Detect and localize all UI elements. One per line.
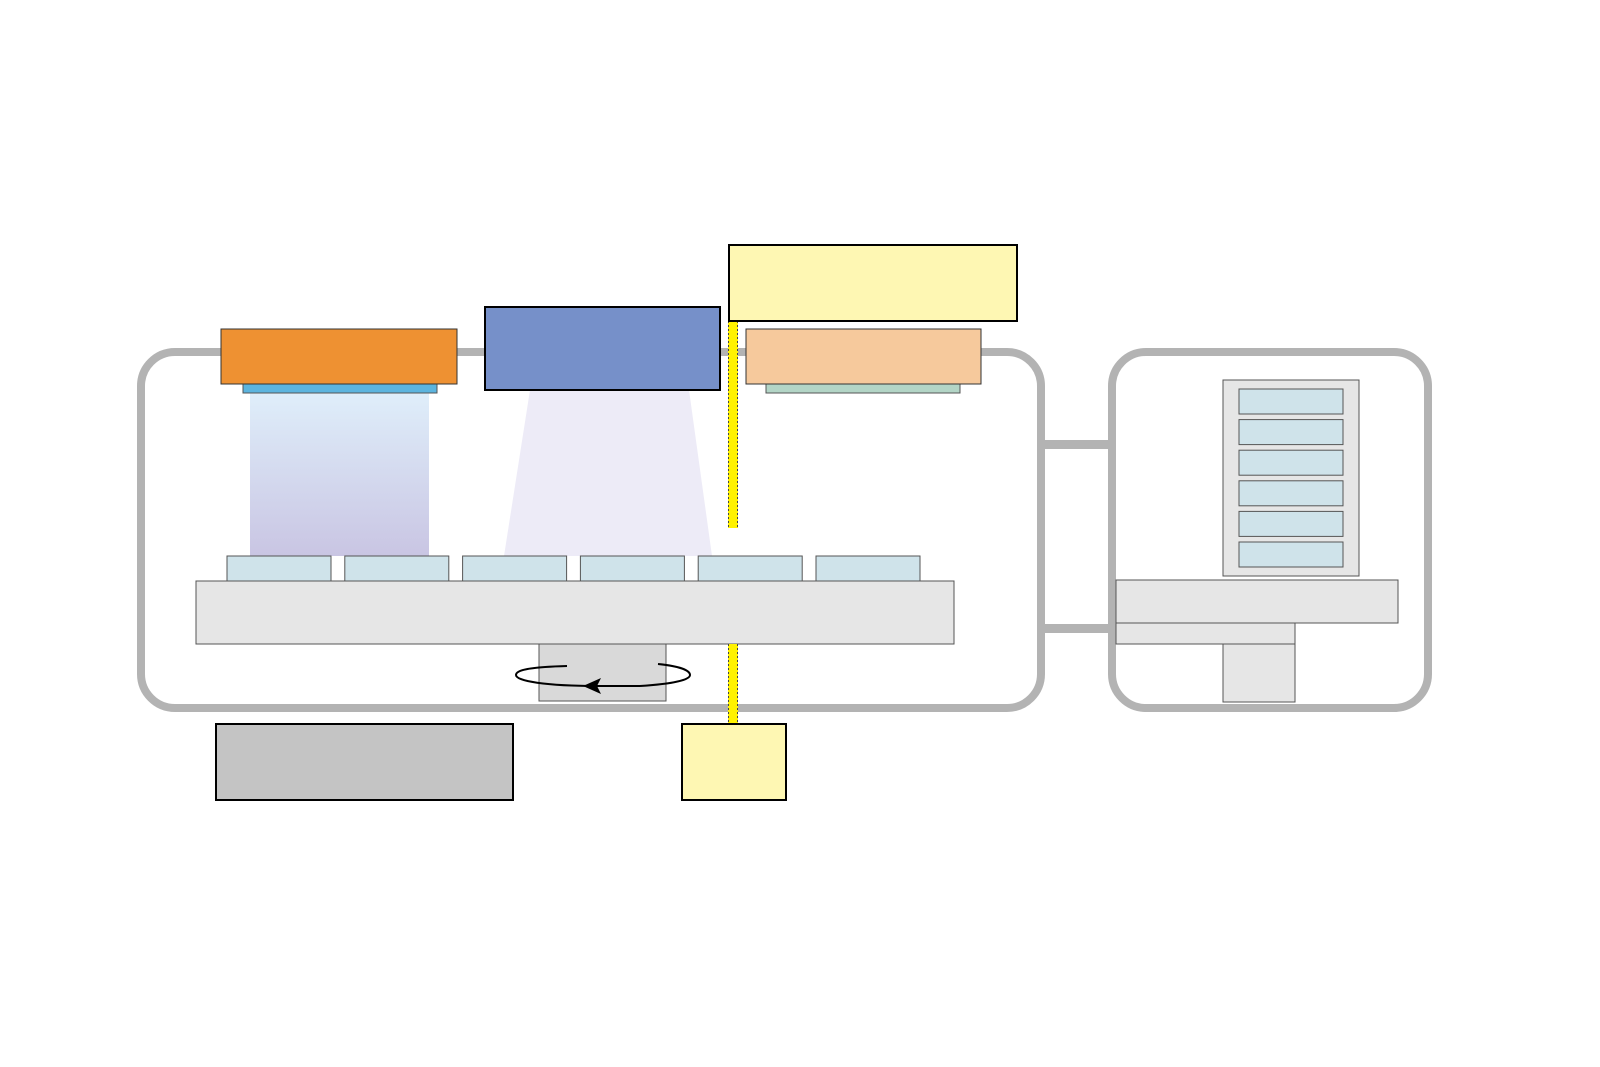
measurement-beam-upper — [728, 321, 738, 528]
transfer-arm-base — [1115, 622, 1296, 645]
transfer-tube-lower — [1045, 624, 1108, 633]
sensor-box-bottom — [681, 723, 787, 801]
substrate-4 — [579, 555, 685, 582]
cassette-slot-2 — [1238, 419, 1344, 446]
sensor-box-top — [728, 244, 1018, 322]
substrate-2 — [344, 555, 450, 582]
cassette-slot-4 — [1238, 480, 1344, 507]
substrate-6 — [815, 555, 921, 582]
middle-source-plume — [504, 390, 712, 556]
left-source-plume — [250, 393, 429, 556]
substrate-1 — [226, 555, 332, 582]
substrate-5 — [697, 555, 803, 582]
transfer-arm-plate — [1115, 579, 1399, 624]
cassette-slots — [1238, 388, 1344, 568]
cassette-slot-5 — [1238, 510, 1344, 537]
load-lock-chamber — [1108, 348, 1432, 712]
left-source — [220, 328, 458, 385]
rotation-arrow-icon — [514, 663, 692, 694]
cassette-slot-1 — [1238, 388, 1344, 415]
cassette-slot-3 — [1238, 449, 1344, 476]
substrate-row — [226, 555, 921, 582]
transfer-tube-upper — [1045, 440, 1108, 449]
rotation-hub — [538, 643, 667, 702]
measurement-beam-lower — [728, 644, 738, 724]
control-box — [215, 723, 514, 801]
substrate-3 — [462, 555, 568, 582]
cassette-slot-6 — [1238, 541, 1344, 568]
rotating-platform — [195, 580, 955, 645]
left-source-target — [242, 383, 438, 394]
right-source-target — [765, 383, 961, 394]
middle-source — [484, 306, 721, 391]
transfer-arm-column — [1222, 643, 1296, 703]
right-source — [745, 328, 982, 385]
